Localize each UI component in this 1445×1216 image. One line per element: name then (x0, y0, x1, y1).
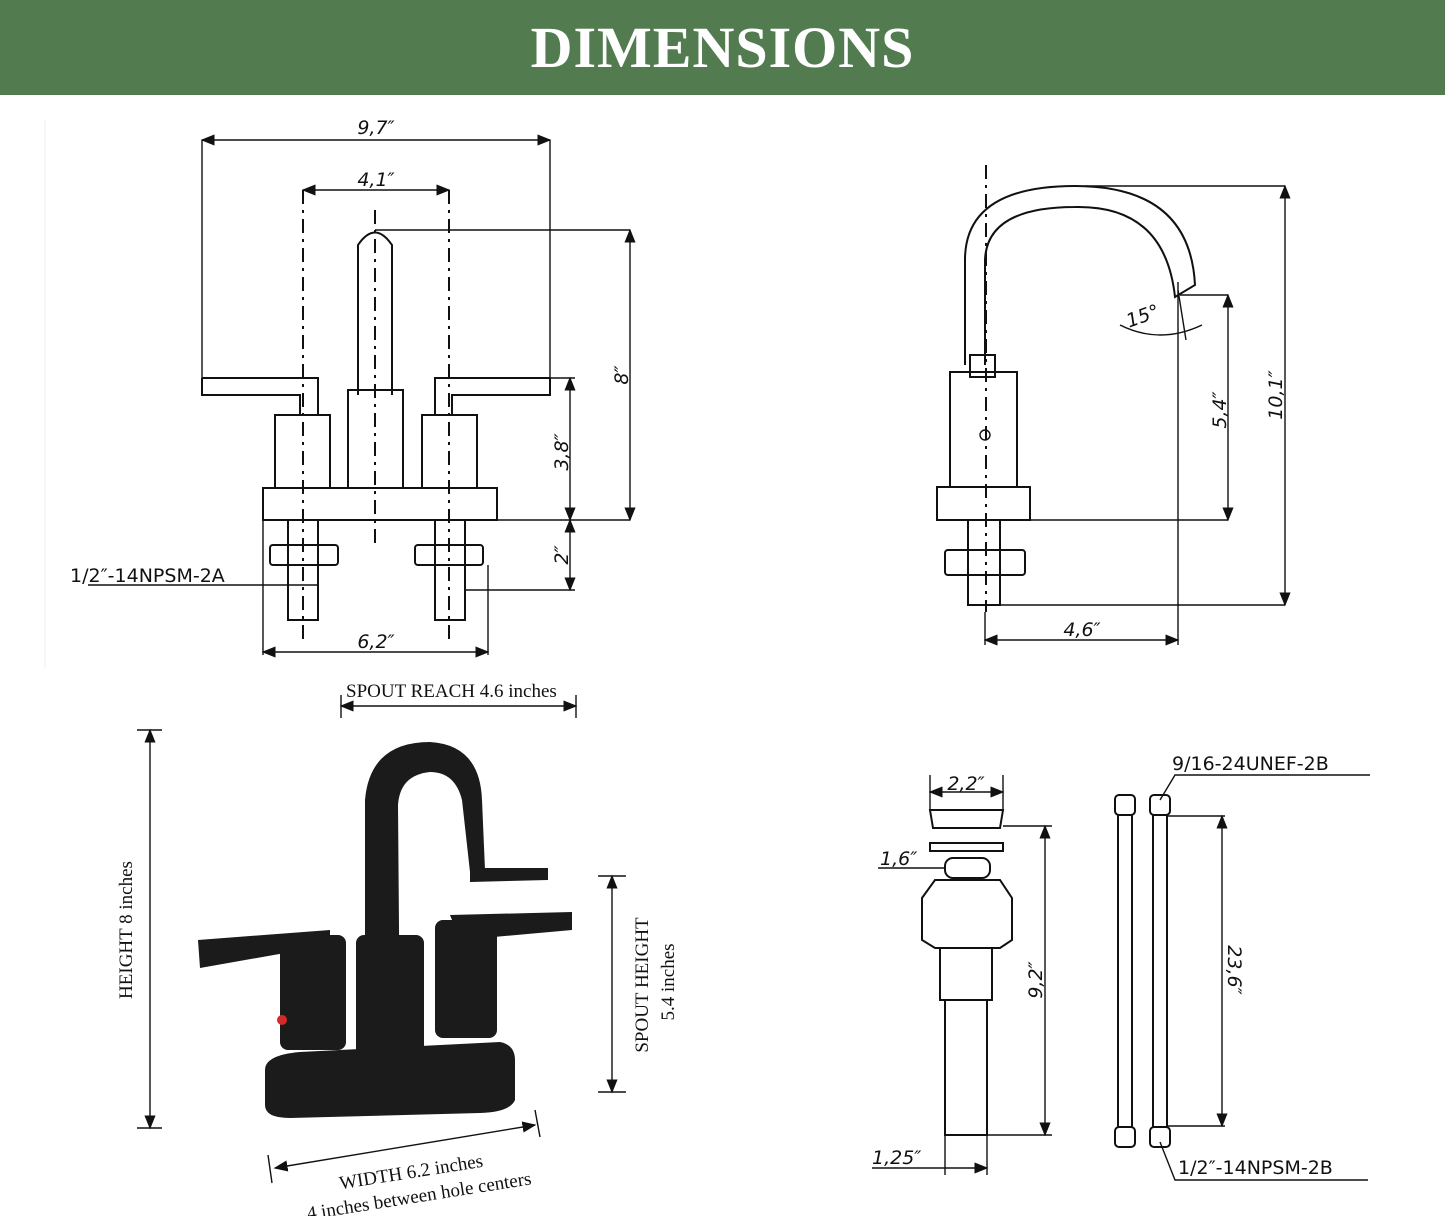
front-shank-label: 2″ (551, 545, 573, 564)
side-spout-height-label: 5,4″ (1209, 391, 1231, 428)
faucet-photo (137, 695, 626, 1184)
drain-drawing (872, 775, 1052, 1175)
photo-reach-title: SPOUT REACH (346, 681, 475, 702)
side-reach-label: 4,6″ (1063, 619, 1100, 641)
hose-top-thread-label: 9/16-24UNEF-2B (1172, 753, 1329, 775)
front-spacing-label: 4,1″ (357, 169, 394, 191)
drain-length-label: 9,2″ (1025, 961, 1047, 998)
photo-spout-height-title: SPOUT HEIGHT (632, 917, 653, 1053)
photo-height-label: HEIGHT 8 inches (116, 861, 137, 999)
photo-reach-label: SPOUT REACH 4.6 inches (346, 681, 557, 702)
photo-height-value: 8 inches (116, 861, 137, 924)
photo-height-title: HEIGHT (116, 928, 137, 999)
front-view-drawing (44, 120, 636, 668)
front-handle-height-label: 3,8″ (551, 433, 573, 470)
drain-pipe-label: 1,25″ (872, 1147, 921, 1169)
hot-indicator-icon (277, 1015, 287, 1025)
side-view-drawing (936, 165, 1291, 646)
drain-top-width-label: 2,2″ (947, 773, 984, 795)
photo-reach-value: 4.6 inches (480, 681, 557, 702)
header-banner: DIMENSIONS (0, 0, 1445, 95)
hose-drawing (1114, 774, 1370, 1181)
hose-bottom-thread-label: 1/2″-14NPSM-2B (1178, 1157, 1333, 1179)
side-angle-label: 15° (1123, 300, 1162, 332)
photo-spout-height-value: 5.4 inches (658, 943, 679, 1020)
drain-collar-label: 1,6″ (880, 848, 917, 870)
front-thread-label: 1/2″-14NPSM-2A (70, 565, 225, 587)
hose-length-label: 23,6″ (1223, 945, 1245, 994)
page-title: DIMENSIONS (530, 15, 915, 80)
front-base-label: 6,2″ (357, 631, 394, 653)
side-total-height-label: 10,1″ (1265, 370, 1287, 419)
front-height-label: 8″ (611, 365, 633, 384)
front-width-label: 9,7″ (357, 117, 394, 139)
